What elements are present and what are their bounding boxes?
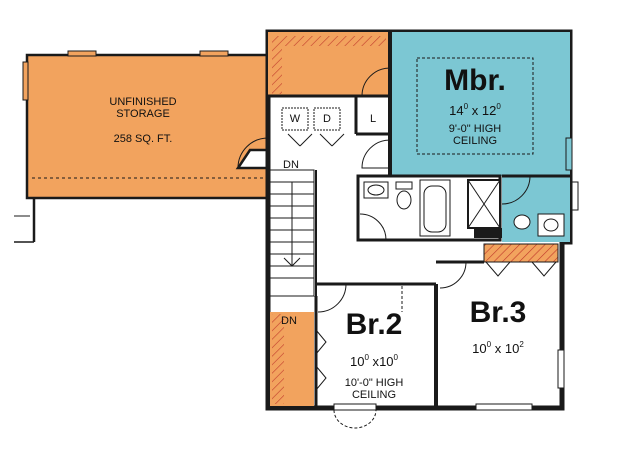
br3-closet-bifold bbox=[485, 261, 557, 277]
master-bedroom-name: Mbr. bbox=[444, 64, 506, 97]
br2-closet-shelf bbox=[272, 314, 284, 404]
bath-door-swing bbox=[359, 213, 387, 241]
stairs-dn-label-bottom: DN bbox=[281, 315, 297, 327]
br2-door-swing bbox=[317, 283, 347, 313]
br2-depth-ft: 10 bbox=[379, 354, 394, 369]
toilet-tank bbox=[395, 181, 413, 190]
master-sink bbox=[543, 218, 559, 232]
shower-cross-2 bbox=[467, 179, 501, 229]
master-bedroom-floor bbox=[390, 32, 570, 176]
br2-width-in: 0 bbox=[364, 352, 369, 362]
shower-base bbox=[474, 228, 502, 238]
master-ceiling-line1: 9'-0" HIGH bbox=[448, 123, 502, 135]
stair-direction-arrow bbox=[283, 257, 301, 267]
br3-closet bbox=[483, 243, 559, 263]
storage-area-label: 258 SQ. FT. bbox=[113, 133, 173, 145]
closet-shelf-left bbox=[272, 36, 282, 94]
storage-window-side bbox=[22, 61, 29, 101]
master-bedroom-dimensions: 140 x 120 bbox=[449, 101, 501, 118]
storage-door-swing bbox=[237, 137, 269, 169]
master-bedroom-tray-ceiling bbox=[416, 57, 534, 155]
laundry-bifold-right bbox=[319, 133, 333, 147]
master-toilet bbox=[513, 214, 531, 230]
br2-width-ft: 10 bbox=[349, 354, 365, 369]
master-bath-window bbox=[571, 181, 579, 211]
toilet bbox=[396, 190, 412, 210]
washer-box bbox=[281, 107, 309, 131]
mbr-depth-in: 0 bbox=[496, 101, 501, 111]
dryer-box bbox=[313, 107, 341, 131]
master-vanity bbox=[537, 213, 565, 237]
br3-depth-in: 2 bbox=[519, 339, 524, 349]
washer-label: W bbox=[289, 113, 301, 125]
storage-label-line2: STORAGE bbox=[116, 108, 170, 120]
mbr-width-ft: 14 bbox=[449, 103, 464, 118]
bedroom3-dimensions: 100 x 102 bbox=[472, 339, 524, 356]
mbr-width-in: 0 bbox=[463, 101, 469, 111]
sink-bowl bbox=[367, 184, 385, 196]
br2-closet-bifold bbox=[315, 329, 327, 391]
br3-window-bottom bbox=[475, 403, 533, 411]
br3-door-swing bbox=[439, 261, 467, 289]
master-ceiling-line2: CEILING bbox=[452, 135, 497, 147]
dryer-label: D bbox=[323, 113, 331, 125]
br3-window-right bbox=[557, 349, 565, 389]
storage-label-line1: UNFINISHED bbox=[109, 96, 177, 108]
bedroom2-name: Br.2 bbox=[345, 308, 403, 341]
stairs-dn-label-top: DN bbox=[283, 159, 299, 171]
laundry-bifold-right-2 bbox=[331, 133, 345, 147]
storage-window-right bbox=[199, 50, 229, 57]
master-door-swing bbox=[361, 139, 391, 169]
laundry-bifold-left bbox=[287, 133, 301, 147]
br2-ceiling-line2: CEILING bbox=[351, 389, 396, 401]
br2-ceiling-line1: 10'-0" HIGH bbox=[344, 377, 404, 389]
unfinished-storage-area bbox=[25, 53, 270, 200]
bathtub-inner bbox=[423, 185, 447, 233]
linen-label: L bbox=[369, 113, 377, 125]
br3-depth-ft: 10 bbox=[504, 341, 520, 356]
br2-window-bay bbox=[333, 409, 377, 429]
bedroom3-name: Br.3 bbox=[469, 296, 527, 329]
mbr-depth-ft: 12 bbox=[481, 103, 497, 118]
br2-window-bottom bbox=[333, 403, 377, 411]
master-window-right bbox=[565, 137, 573, 171]
br2-depth-in: 0 bbox=[393, 352, 399, 362]
br3-width-in: 0 bbox=[486, 339, 492, 349]
vanity-sink bbox=[363, 181, 389, 199]
laundry-bifold-left-2 bbox=[299, 133, 313, 147]
closet-shelf-top bbox=[282, 36, 386, 46]
br3-width-ft: 10 bbox=[472, 341, 487, 356]
bedroom2-dimensions: 100 x100 bbox=[349, 352, 399, 369]
storage-window-left bbox=[67, 50, 97, 57]
